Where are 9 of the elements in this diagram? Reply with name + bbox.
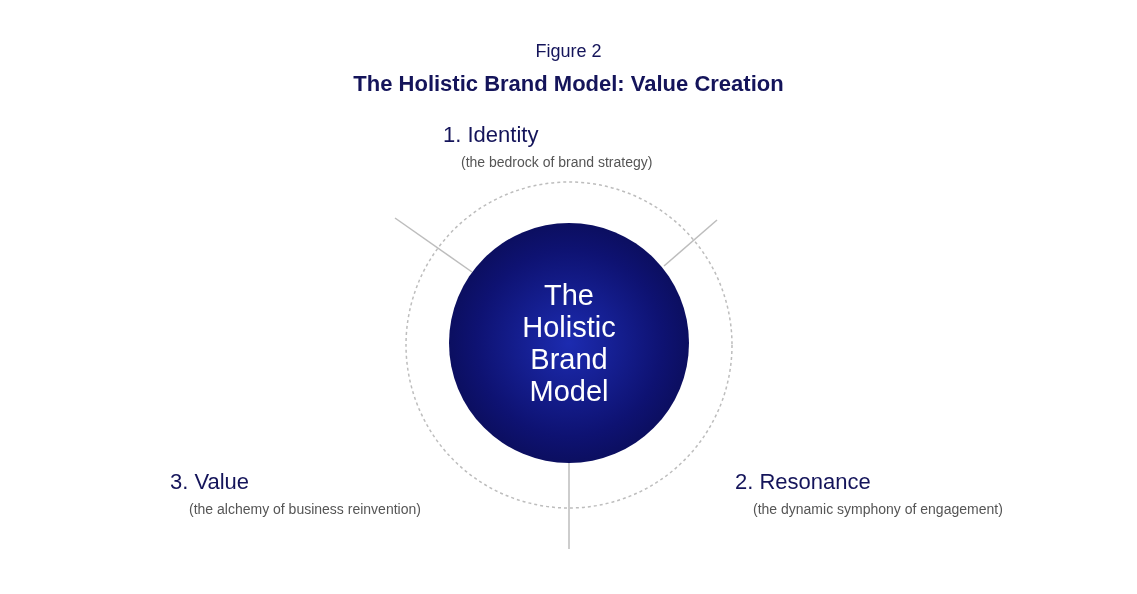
section-subtitle: (the dynamic symphony of engagement) xyxy=(753,500,1003,519)
center-title: The Holistic Brand Model xyxy=(521,279,617,407)
section-subtitle: (the alchemy of business reinvention) xyxy=(189,500,421,519)
section-heading: 1. Identity xyxy=(443,121,539,149)
section-heading: 2. Resonance xyxy=(735,468,871,496)
diagram-title: The Holistic Brand Model: Value Creation xyxy=(352,70,785,98)
section-subtitle: (the bedrock of brand strategy) xyxy=(461,153,653,172)
section-heading: 3. Value xyxy=(170,468,250,496)
figure-number: Figure 2 xyxy=(534,40,603,63)
